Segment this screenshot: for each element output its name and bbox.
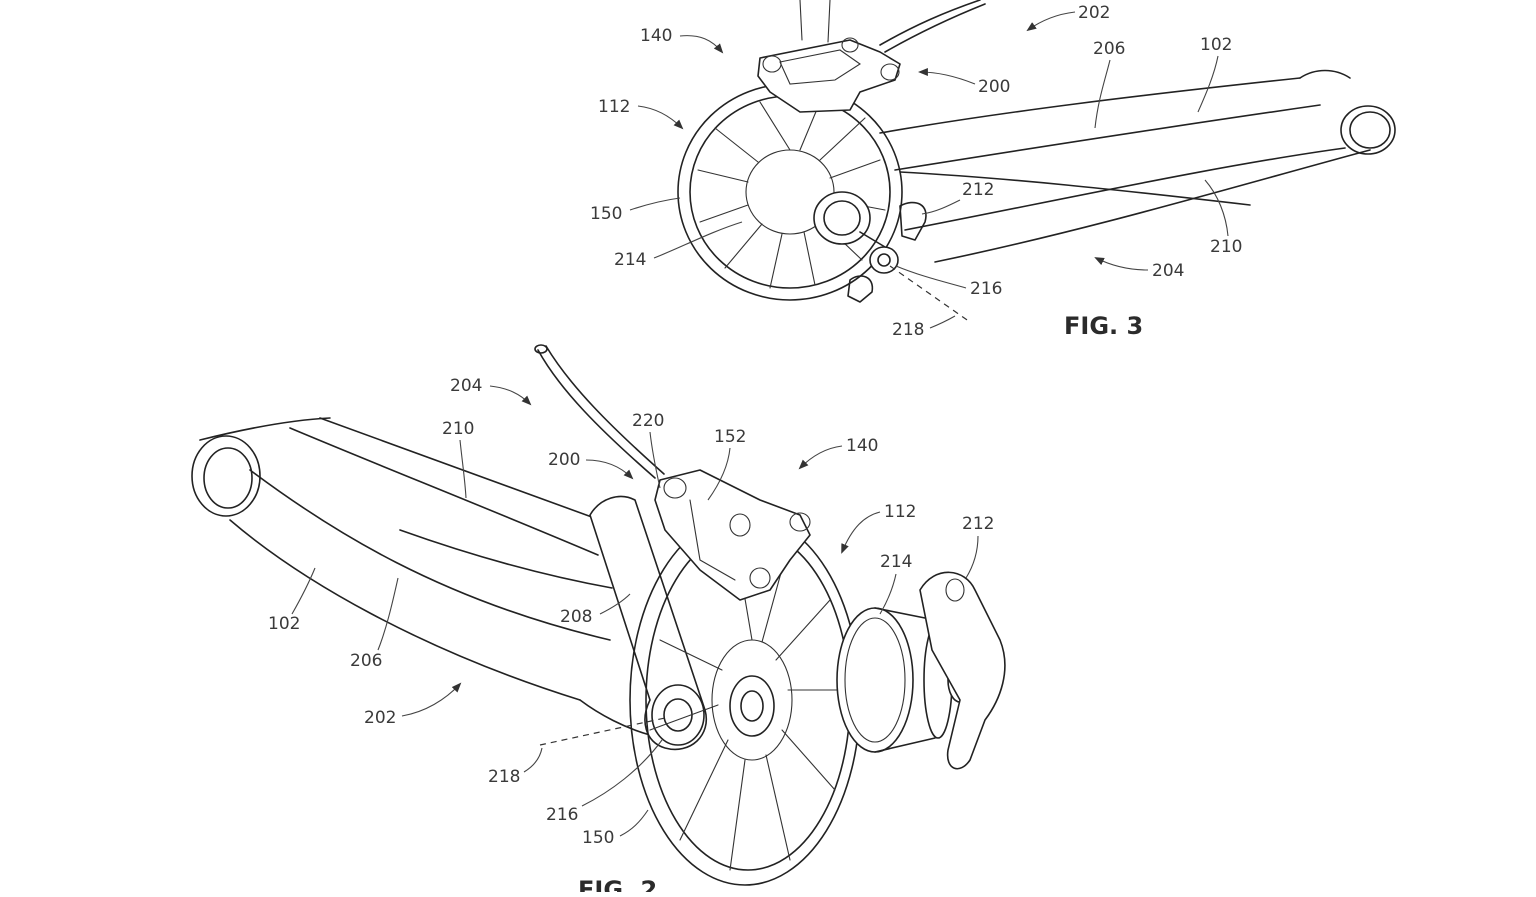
ref-206: 206	[1093, 39, 1125, 59]
ref-200: 200	[548, 450, 580, 470]
brake-caliper-fig3	[757, 0, 986, 113]
reference-labels-fig3: 140 202 200 206 102 112 150 214 212 210 …	[590, 3, 1242, 340]
ref-150: 150	[590, 204, 622, 224]
ref-102: 102	[268, 614, 300, 634]
figure-2-caption: FIG. 2	[578, 876, 657, 892]
brake-rotor-fig3	[677, 83, 903, 301]
ref-212: 212	[962, 180, 994, 200]
ref-208: 208	[560, 607, 592, 627]
hub-fig2	[729, 571, 1006, 770]
ref-202: 202	[1078, 3, 1110, 23]
reference-labels-fig2: 204 210 220 152 140 200 112 212 214 208 …	[268, 376, 994, 848]
strut-fig2	[589, 495, 708, 751]
hub-fig3	[813, 191, 927, 303]
ref-212: 212	[962, 514, 994, 534]
ref-214: 214	[880, 552, 912, 572]
ref-102: 102	[1200, 35, 1232, 55]
ref-210: 210	[442, 419, 474, 439]
ref-204: 204	[1152, 261, 1184, 281]
figure-2: 204 210 220 152 140 200 112 212 214 208 …	[191, 344, 1006, 897]
ref-112: 112	[598, 97, 630, 117]
ref-218: 218	[488, 767, 520, 787]
ref-202: 202	[364, 708, 396, 728]
ref-140: 140	[640, 26, 672, 46]
ref-200: 200	[978, 77, 1010, 97]
brake-caliper-fig2	[534, 344, 811, 601]
figure-3-caption: FIG. 3	[1064, 312, 1143, 340]
ref-112: 112	[884, 502, 916, 522]
ref-204: 204	[450, 376, 482, 396]
ref-152: 152	[714, 427, 746, 447]
swingarm-fig3	[879, 69, 1396, 263]
ref-210: 210	[1210, 237, 1242, 257]
ref-206: 206	[350, 651, 382, 671]
ref-218: 218	[892, 320, 924, 340]
ref-216: 216	[970, 279, 1002, 299]
figure-3: 140 202 200 206 102 112 150 214 212 210 …	[590, 0, 1396, 340]
swingarm-fig2	[191, 417, 651, 736]
ref-220: 220	[632, 411, 664, 431]
ref-140: 140	[846, 436, 878, 456]
ref-214: 214	[614, 250, 646, 270]
ref-150: 150	[582, 828, 614, 848]
axle-axis-fig3	[889, 265, 971, 323]
ref-216: 216	[546, 805, 578, 825]
